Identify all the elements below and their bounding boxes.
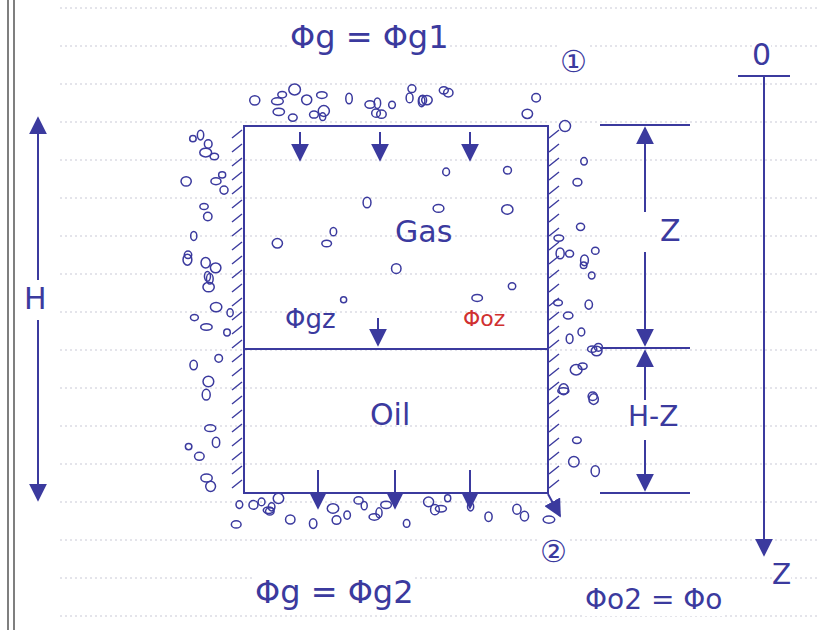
potential-label: Φoz xyxy=(463,307,505,331)
margin-line xyxy=(13,0,15,630)
annotation: Φo2 = Φo xyxy=(585,585,722,616)
flow-arrows xyxy=(300,132,560,516)
oil-zone: Oil xyxy=(243,348,549,494)
annotation: Φg = Φg1 xyxy=(290,20,449,55)
margin-line xyxy=(7,0,9,630)
annotation: Φg = Φg2 xyxy=(255,575,414,610)
annotation: Z xyxy=(772,560,791,591)
potential-label: Φgz xyxy=(285,305,336,334)
callout-number: ② xyxy=(540,535,567,568)
annotation: 0 xyxy=(752,38,771,71)
callout-number: ① xyxy=(560,45,587,78)
dimension-lines xyxy=(38,76,790,555)
wall-hatching xyxy=(232,130,559,488)
zone-name: Gas xyxy=(395,215,452,248)
zone-name: Oil xyxy=(370,398,410,431)
gas-zone: GasΦgz Φoz xyxy=(243,125,549,350)
notebook-lines xyxy=(60,8,819,616)
porous-rock xyxy=(181,84,602,528)
annotation: H-Z xyxy=(628,402,678,433)
annotation: Z xyxy=(660,214,681,247)
annotation: H xyxy=(24,282,47,315)
